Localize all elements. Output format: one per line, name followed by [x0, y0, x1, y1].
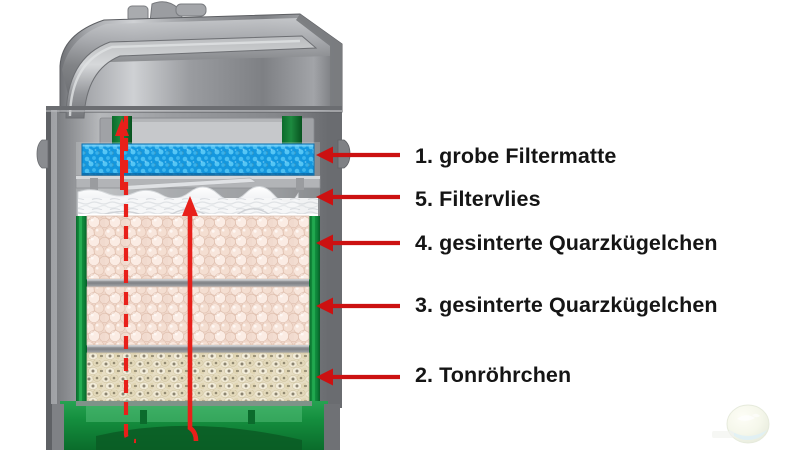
- layer-quarzkugelchen-unten: [86, 286, 310, 346]
- annotation-arrow-5: [316, 368, 400, 386]
- label-l5: 5.Filtervlies: [415, 187, 541, 211]
- pump-head: [46, 1, 343, 159]
- canister-green-walls: [76, 216, 320, 404]
- annotation-arrow-3: [316, 234, 400, 252]
- label-l2: 2.Tonröhrchen: [415, 363, 572, 387]
- layer-tonroehrchen: [86, 352, 310, 402]
- label-text: grobe Filtermatte: [439, 144, 617, 168]
- label-l4: 4.gesinterte Quarzkügelchen: [415, 231, 718, 255]
- layer-quarzkugelchen-oben: [86, 215, 310, 280]
- mat-support-frame: [75, 175, 321, 191]
- watermark-logo: [712, 404, 770, 444]
- separator-plate-upper: [87, 279, 309, 287]
- label-number: 1.: [415, 144, 434, 168]
- label-l3: 3.gesinterte Quarzkügelchen: [415, 293, 718, 317]
- annotation-arrows: [316, 146, 400, 386]
- canister-green-base: [46, 401, 340, 450]
- label-text: Tonröhrchen: [439, 363, 572, 387]
- label-number: 5.: [415, 187, 434, 211]
- label-l1: 1.grobe Filtermatte: [415, 144, 617, 168]
- separator-plate-lower: [87, 345, 309, 353]
- annotation-arrow-1: [316, 146, 400, 164]
- annotation-arrow-4: [316, 297, 400, 315]
- layer-grobe-filtermatte: [81, 143, 315, 177]
- flow-riser-short-arrow: [115, 118, 129, 190]
- flow-intake-dashed-arrow: [123, 116, 137, 444]
- label-number: 3.: [415, 293, 434, 317]
- flow-outflow-solid-arrow: [182, 196, 199, 442]
- label-text: gesinterte Quarzkügelchen: [439, 231, 718, 255]
- label-number: 2.: [415, 363, 434, 387]
- label-text: gesinterte Quarzkügelchen: [439, 293, 718, 317]
- label-text: Filtervlies: [439, 187, 541, 211]
- layer-filtervlies: [77, 186, 318, 222]
- annotation-arrow-2: [316, 188, 400, 206]
- label-number: 4.: [415, 231, 434, 255]
